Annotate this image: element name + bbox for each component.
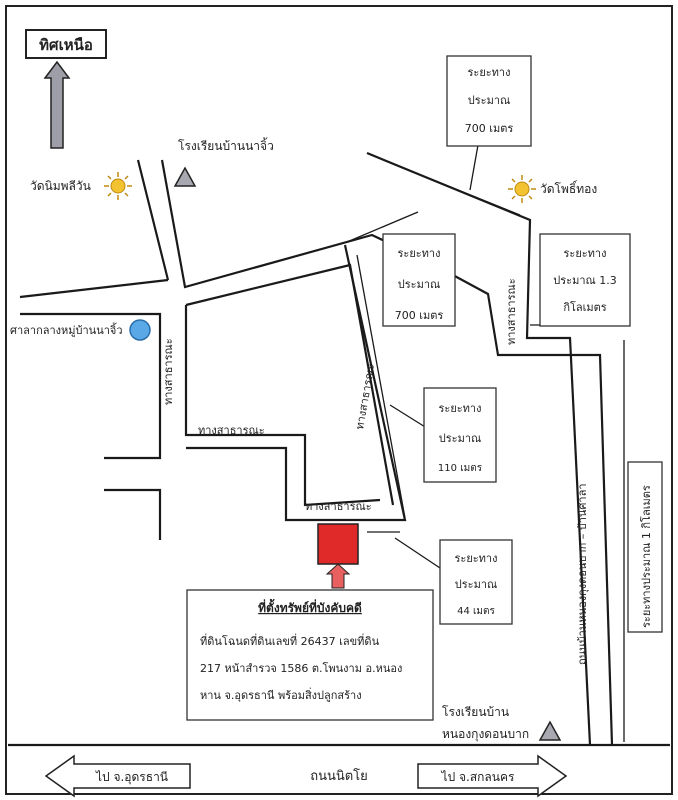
svg-text:700 เมตร: 700 เมตร <box>465 122 514 135</box>
public-way-label-mid: ทางสาธารณะ <box>198 424 265 437</box>
public-way-label-east: ทางสาธารณะ <box>505 278 518 345</box>
road-west-loop <box>20 312 162 460</box>
road-inner-block <box>184 305 381 507</box>
svg-text:ระยะทาง: ระยะทาง <box>398 247 441 260</box>
distance-pointer-bottom <box>394 537 441 569</box>
distance-box-bottom: ระยะทาง ประมาณ 44 เมตร <box>439 539 513 625</box>
road-west <box>19 278 169 299</box>
svg-text:ประมาณ: ประมาณ <box>468 94 510 107</box>
sun-icon <box>104 172 132 200</box>
distance-box-middle: ระยะทาง ประมาณ 700 เมตร <box>382 233 456 327</box>
distance-line-top <box>432 179 521 216</box>
road-public-way <box>186 244 407 522</box>
north-label: ทิศเหนือ <box>39 36 93 54</box>
left-arrow-icon <box>44 754 191 798</box>
svg-text:700 เมตร: 700 เมตร <box>395 309 444 322</box>
road-network <box>8 151 670 747</box>
temple-right: วัดโพธิ์ทอง <box>508 175 597 203</box>
distance-box-right: ระยะทาง ประมาณ 1.3 กิโลเมตร <box>539 233 631 327</box>
property-line-2: 217 หน้าสำรวจ 1586 ต.โพนงาม อ.หนอง <box>200 661 402 675</box>
svg-text:ประมาณ 1.3: ประมาณ 1.3 <box>553 274 616 287</box>
triangle-icon <box>538 720 562 741</box>
svg-text:ระยะทาง: ระยะทาง <box>564 247 607 260</box>
public-way-label-bottom: ทางสาธารณะ <box>305 500 372 513</box>
road-west-lower <box>104 488 162 540</box>
side-road-label: ถนนบ้านหนองกุงดอนบาก – บ้านศาลา <box>576 484 589 666</box>
distance-pointer-top <box>469 144 479 191</box>
school-bottom: โรงเรียนบ้าน หนองกุงดอนบาก <box>442 705 562 742</box>
school-top: โรงเรียนบ้านนาจิ้ว <box>173 137 274 187</box>
svg-text:ระยะทาง: ระยะทาง <box>455 552 498 565</box>
hall-label: ศาลากลางหมู่บ้านนาจิ้ว <box>10 322 123 337</box>
triangle-icon <box>173 166 197 187</box>
direction-right-label: ไป จ.สกลนคร <box>441 770 515 784</box>
road-segment <box>136 159 170 281</box>
property-title: ที่ตั้งทรัพย์ที่บังคับคดี <box>258 598 362 615</box>
svg-text:ระยะทางประมาณ 1 กิโลเมตร: ระยะทางประมาณ 1 กิโลเมตร <box>639 485 653 628</box>
school-bottom-label-2: หนองกุงดอนบาก <box>442 727 529 742</box>
direction-left-label: ไป จ.อุดรธานี <box>95 770 168 785</box>
direction-left: ไป จ.อุดรธานี <box>44 754 191 798</box>
distance-line-middle <box>346 211 419 243</box>
property-info-box: ที่ตั้งทรัพย์ที่บังคับคดี ที่ดินโฉนดที่ด… <box>186 589 434 721</box>
property-line-3: หาน จ.อุดรธานี พร้อมสิ่งปลูกสร้าง <box>200 687 362 702</box>
distance-line-diagonal <box>356 254 406 519</box>
svg-text:ระยะทาง: ระยะทาง <box>468 66 511 79</box>
svg-text:กิโลเมตร: กิโลเมตร <box>563 300 607 314</box>
svg-text:ประมาณ: ประมาณ <box>455 578 497 591</box>
property-square <box>317 523 359 565</box>
up-arrow-icon <box>43 60 71 149</box>
main-road-label: ถนนนิตโย <box>310 768 368 784</box>
svg-text:ระยะทาง: ระยะทาง <box>439 402 482 415</box>
svg-text:ประมาณ: ประมาณ <box>439 432 481 445</box>
distance-box-lower: ระยะทาง ประมาณ 110 เมตร <box>423 387 497 483</box>
school-bottom-label-1: โรงเรียนบ้าน <box>442 705 509 719</box>
sun-icon <box>508 175 536 203</box>
property-marker <box>317 523 359 589</box>
up-arrow-icon <box>325 563 351 589</box>
distance-box-vertical: ระยะทางประมาณ 1 กิโลเมตร <box>627 461 663 633</box>
distance-box-top: ระยะทาง ประมาณ 700 เมตร <box>446 55 532 147</box>
property-line-1: ที่ดินโฉนดที่ดินเลขที่ 26437 เลขที่ดิน <box>200 633 380 648</box>
north-label-box <box>25 29 107 59</box>
svg-text:44 เมตร: 44 เมตร <box>457 606 495 617</box>
public-way-label-west: ทางสาธารณะ <box>162 338 175 405</box>
road-outer-top-right <box>160 159 614 746</box>
temple-right-label: วัดโพธิ์ทอง <box>540 180 597 196</box>
svg-text:110 เมตร: 110 เมตร <box>438 463 483 474</box>
school-top-label: โรงเรียนบ้านนาจิ้ว <box>178 137 274 153</box>
right-arrow-icon <box>417 754 568 798</box>
temple-left: วัดนิมพลีวัน <box>30 172 132 200</box>
north-indicator: ทิศเหนือ <box>25 29 107 149</box>
circle-icon <box>129 319 151 341</box>
svg-text:ประมาณ: ประมาณ <box>398 278 440 291</box>
direction-right: ไป จ.สกลนคร <box>417 754 568 798</box>
village-hall: ศาลากลางหมู่บ้านนาจิ้ว <box>10 319 151 341</box>
distance-pointer-lower <box>389 404 431 431</box>
temple-left-label: วัดนิมพลีวัน <box>30 179 91 193</box>
